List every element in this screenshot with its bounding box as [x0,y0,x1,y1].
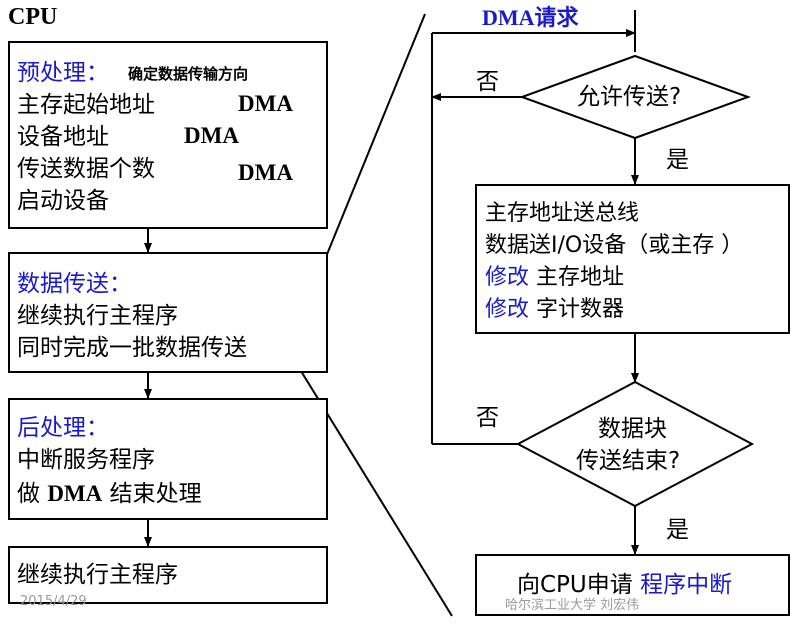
final-text: 向CPU申请 程序中断 [517,570,732,600]
process-line4-rest: 字计数器 [529,297,625,322]
decision1-text: 允许传送? [577,84,682,110]
postprocess-box: 后处理： 中断服务程序 做 DMA 结束处理 [8,398,328,520]
postprocess-title: 后处理： [17,415,109,441]
no2-label: 否 [476,405,499,431]
process-line4-blue: 修改 [485,297,530,322]
transfer-line2: 同时完成一批数据传送 [17,335,247,361]
process-line3: 修改 主存地址 [485,262,624,294]
dma-request-label: DMA请求 [482,5,579,30]
footer-author: 哈尔滨工业大学 刘宏伟 [505,598,640,613]
row2-text: 设备地址 [17,124,109,150]
decision2-line1: 数据块 [598,416,667,442]
cpu-label: CPU [8,4,58,30]
yes2-label: 是 [666,517,689,543]
preprocess-box: 预处理： 确定数据传输方向 主存起始地址 DMA 设备地址 DMA 传送数据个数… [8,41,328,229]
postprocess-line2-c: 结束处理 [109,481,202,507]
postprocess-line1: 中断服务程序 [17,447,155,473]
no1-label: 否 [476,69,499,95]
row1-text: 主存起始地址 [17,92,155,118]
expansion-line-bottom [287,349,453,617]
process-box: 主存地址送总线 数据送I/O设备（或主存 ） 修改 主存地址 修改 字计数器 [475,184,790,334]
preprocess-title: 预处理： [17,60,109,86]
final-black: 向CPU申请 [517,572,641,598]
preprocess-note: 确定数据传输方向 [128,65,249,83]
decision2-line2: 传送结束? [576,448,681,474]
yes1-label: 是 [666,147,689,173]
process-line2: 数据送I/O设备（或主存 ） [485,233,744,258]
footer-date: 2015/4/29 [20,594,87,609]
postprocess-line2: 做 DMA 结束处理 [17,478,202,510]
row3-text: 传送数据个数 [17,156,155,182]
process-line3-rest: 主存地址 [529,265,625,290]
process-line1: 主存地址送总线 [485,201,640,226]
row1-target: DMA [238,91,293,116]
row4-text: 启动设备 [17,188,109,214]
process-line3-blue: 修改 [485,265,530,290]
postprocess-line2-b: DMA [47,481,103,506]
continue-box: 继续执行主程序 [8,546,328,604]
postprocess-line2-a: 做 [17,481,40,507]
transfer-box: 数据传送： 继续执行主程序 同时完成一批数据传送 [8,252,328,373]
transfer-title: 数据传送： [17,271,132,297]
row2-target: DMA [184,123,239,148]
continue-text: 继续执行主程序 [17,562,178,588]
row3-target: DMA [238,160,293,185]
transfer-line1: 继续执行主程序 [17,303,178,329]
process-line4: 修改 字计数器 [485,294,624,326]
final-blue: 程序中断 [640,572,733,598]
final-box: 向CPU申请 程序中断 [475,554,790,616]
